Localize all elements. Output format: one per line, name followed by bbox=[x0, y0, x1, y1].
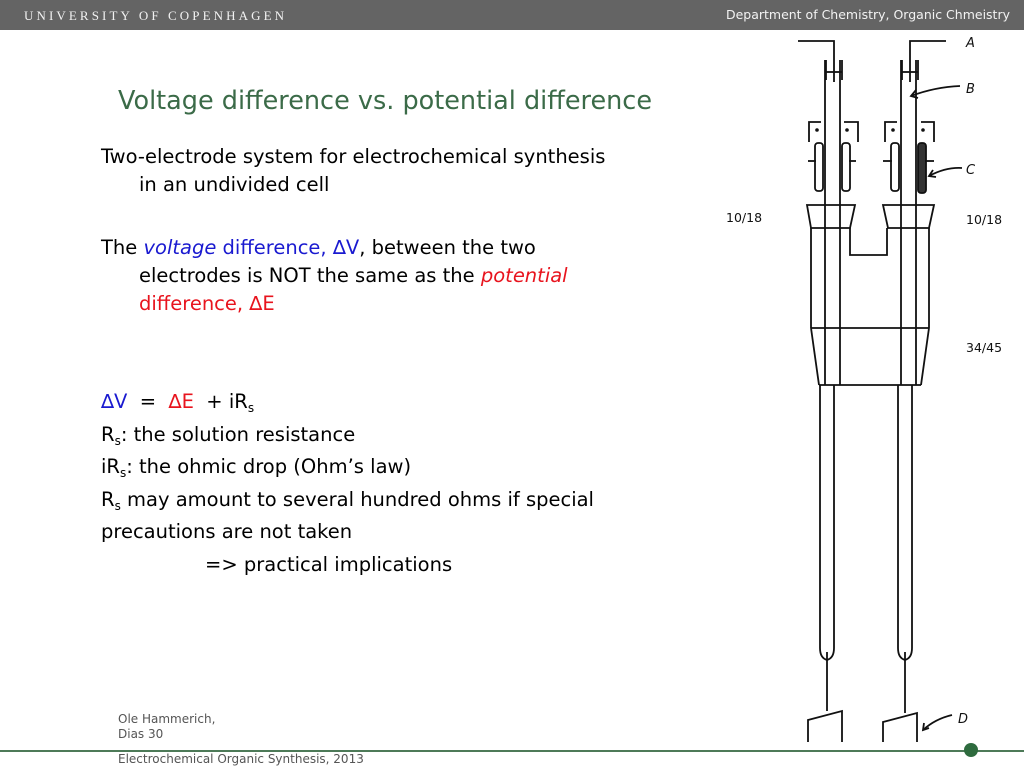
definition-line: iRs: the ohmic drop (Ohm’s law) bbox=[101, 453, 411, 481]
footer-dot-icon bbox=[964, 743, 978, 757]
subscript: s bbox=[114, 434, 121, 448]
joint-right: 10/18 bbox=[966, 212, 1002, 227]
definition-line: Rs: the solution resistance bbox=[101, 421, 355, 449]
electrochemical-cell-diagram: A B C D 10/18 10/18 34/45 bbox=[726, 36, 1002, 742]
text-potential-difference: difference, ∆E bbox=[139, 292, 275, 315]
slide-title: Voltage difference vs. potential differe… bbox=[118, 86, 653, 116]
paragraph-line: Two-electrode system for electrochemical… bbox=[101, 145, 606, 168]
subscript: s bbox=[119, 466, 127, 480]
line-text: R bbox=[101, 488, 115, 511]
footer-course-title: Electrochemical Organic Synthesis, 2013 bbox=[118, 752, 364, 766]
text-voltage-difference: difference, ∆V bbox=[216, 236, 360, 259]
implication-line: => practical implications bbox=[205, 551, 452, 579]
text-potential-italic: potential bbox=[480, 264, 568, 287]
paragraph-line: in an undivided cell bbox=[139, 173, 330, 196]
joint-main: 34/45 bbox=[966, 340, 1002, 355]
paragraph-voltage-vs-potential: The voltage difference, ∆V, between the … bbox=[101, 234, 568, 318]
line-text: precautions are not taken bbox=[101, 520, 353, 543]
header-bar: UNIVERSITY OF COPENHAGEN Department of C… bbox=[0, 0, 1024, 30]
line-text: iR bbox=[101, 455, 120, 478]
delta-e: ∆E bbox=[168, 390, 194, 413]
author-name: Ole Hammerich, bbox=[118, 712, 216, 726]
label-d: D bbox=[958, 712, 968, 727]
line-text: : the ohmic drop (Ohm’s law) bbox=[126, 455, 412, 478]
ir-term: + iR bbox=[193, 390, 248, 413]
department-name: Department of Chemistry, Organic Chmeist… bbox=[725, 7, 1010, 22]
university-logo-text: UNIVERSITY OF COPENHAGEN bbox=[24, 8, 288, 23]
text-voltage-italic: voltage bbox=[143, 236, 217, 259]
line-text: R bbox=[101, 423, 115, 446]
footer-author: Ole Hammerich, Dias 30 bbox=[118, 712, 215, 742]
line-text: : the solution resistance bbox=[120, 423, 356, 446]
line-text: => practical implications bbox=[205, 553, 453, 576]
slide-number: Dias 30 bbox=[118, 727, 164, 741]
paragraph-two-electrode: Two-electrode system for electrochemical… bbox=[101, 143, 605, 199]
label-b: B bbox=[966, 82, 975, 97]
text-electrodes: electrodes is NOT the same as the bbox=[139, 264, 481, 287]
delta-v: ∆V bbox=[101, 390, 128, 413]
text-between: , between the two bbox=[359, 236, 536, 259]
joint-left: 10/18 bbox=[726, 210, 762, 225]
text-the: The bbox=[101, 236, 144, 259]
equation: ∆V = ∆E + iRs bbox=[101, 388, 254, 416]
definition-line: Rs may amount to several hundred ohms if… bbox=[101, 486, 594, 514]
label-a: A bbox=[965, 36, 975, 51]
definition-line: precautions are not taken bbox=[101, 518, 352, 546]
footer-divider bbox=[0, 750, 1024, 752]
subscript: s bbox=[114, 499, 121, 513]
subscript: s bbox=[247, 401, 255, 415]
equals: = bbox=[127, 390, 169, 413]
label-c: C bbox=[966, 163, 976, 178]
line-text: may amount to several hundred ohms if sp… bbox=[120, 488, 594, 511]
